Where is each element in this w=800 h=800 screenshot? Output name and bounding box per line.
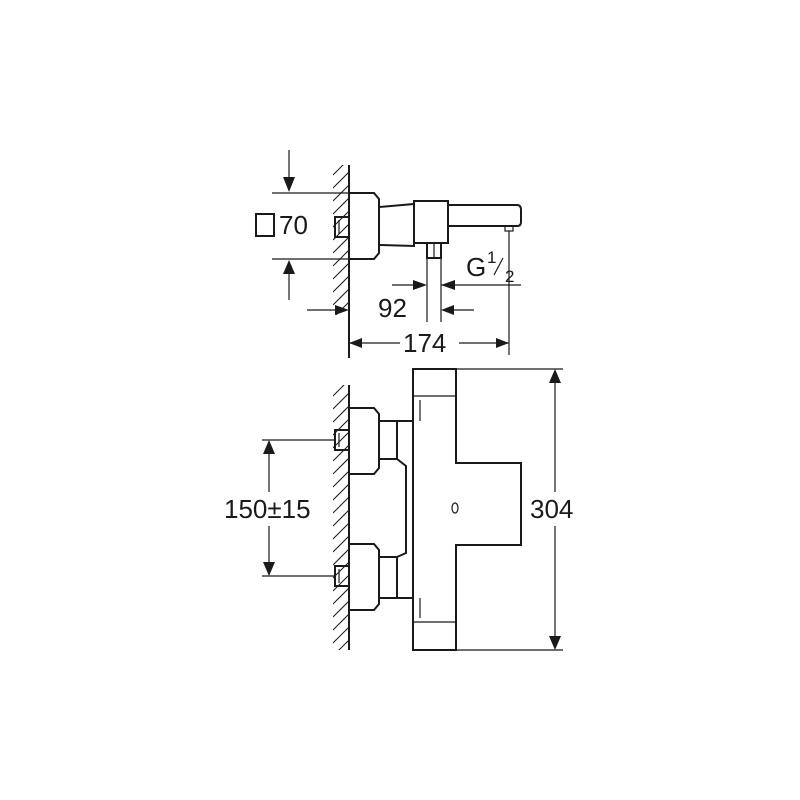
spout: [448, 204, 522, 227]
connector-nut: [334, 216, 350, 238]
dim-174-label: 174: [403, 328, 446, 358]
square-symbol: [255, 213, 275, 237]
dim-70-label: 70: [279, 210, 308, 240]
dim-92-label: 92: [378, 293, 407, 323]
lower-escutcheon: [349, 543, 380, 611]
dim-304-label: 304: [530, 494, 573, 524]
thread-label: G: [466, 252, 486, 282]
wall-bottom: [333, 385, 350, 650]
lower-arm: [379, 556, 398, 599]
outlet-block: [413, 200, 449, 244]
back-column: [396, 458, 407, 558]
mixer-body: [378, 202, 415, 248]
upper-arm: [379, 420, 398, 460]
wall-top: [333, 165, 350, 358]
front-view: 304 150±15: [224, 368, 573, 651]
side-view: 70 G 1 2 92 174: [255, 150, 522, 358]
upper-escutcheon: [349, 407, 380, 475]
escutcheon: [349, 192, 380, 260]
dim-150-label: 150±15: [224, 494, 311, 524]
thread-numerator: 1: [487, 248, 496, 267]
thread-denominator: 2: [505, 267, 514, 286]
thermostat-body: [412, 368, 522, 651]
temperature-marker: [451, 502, 459, 514]
